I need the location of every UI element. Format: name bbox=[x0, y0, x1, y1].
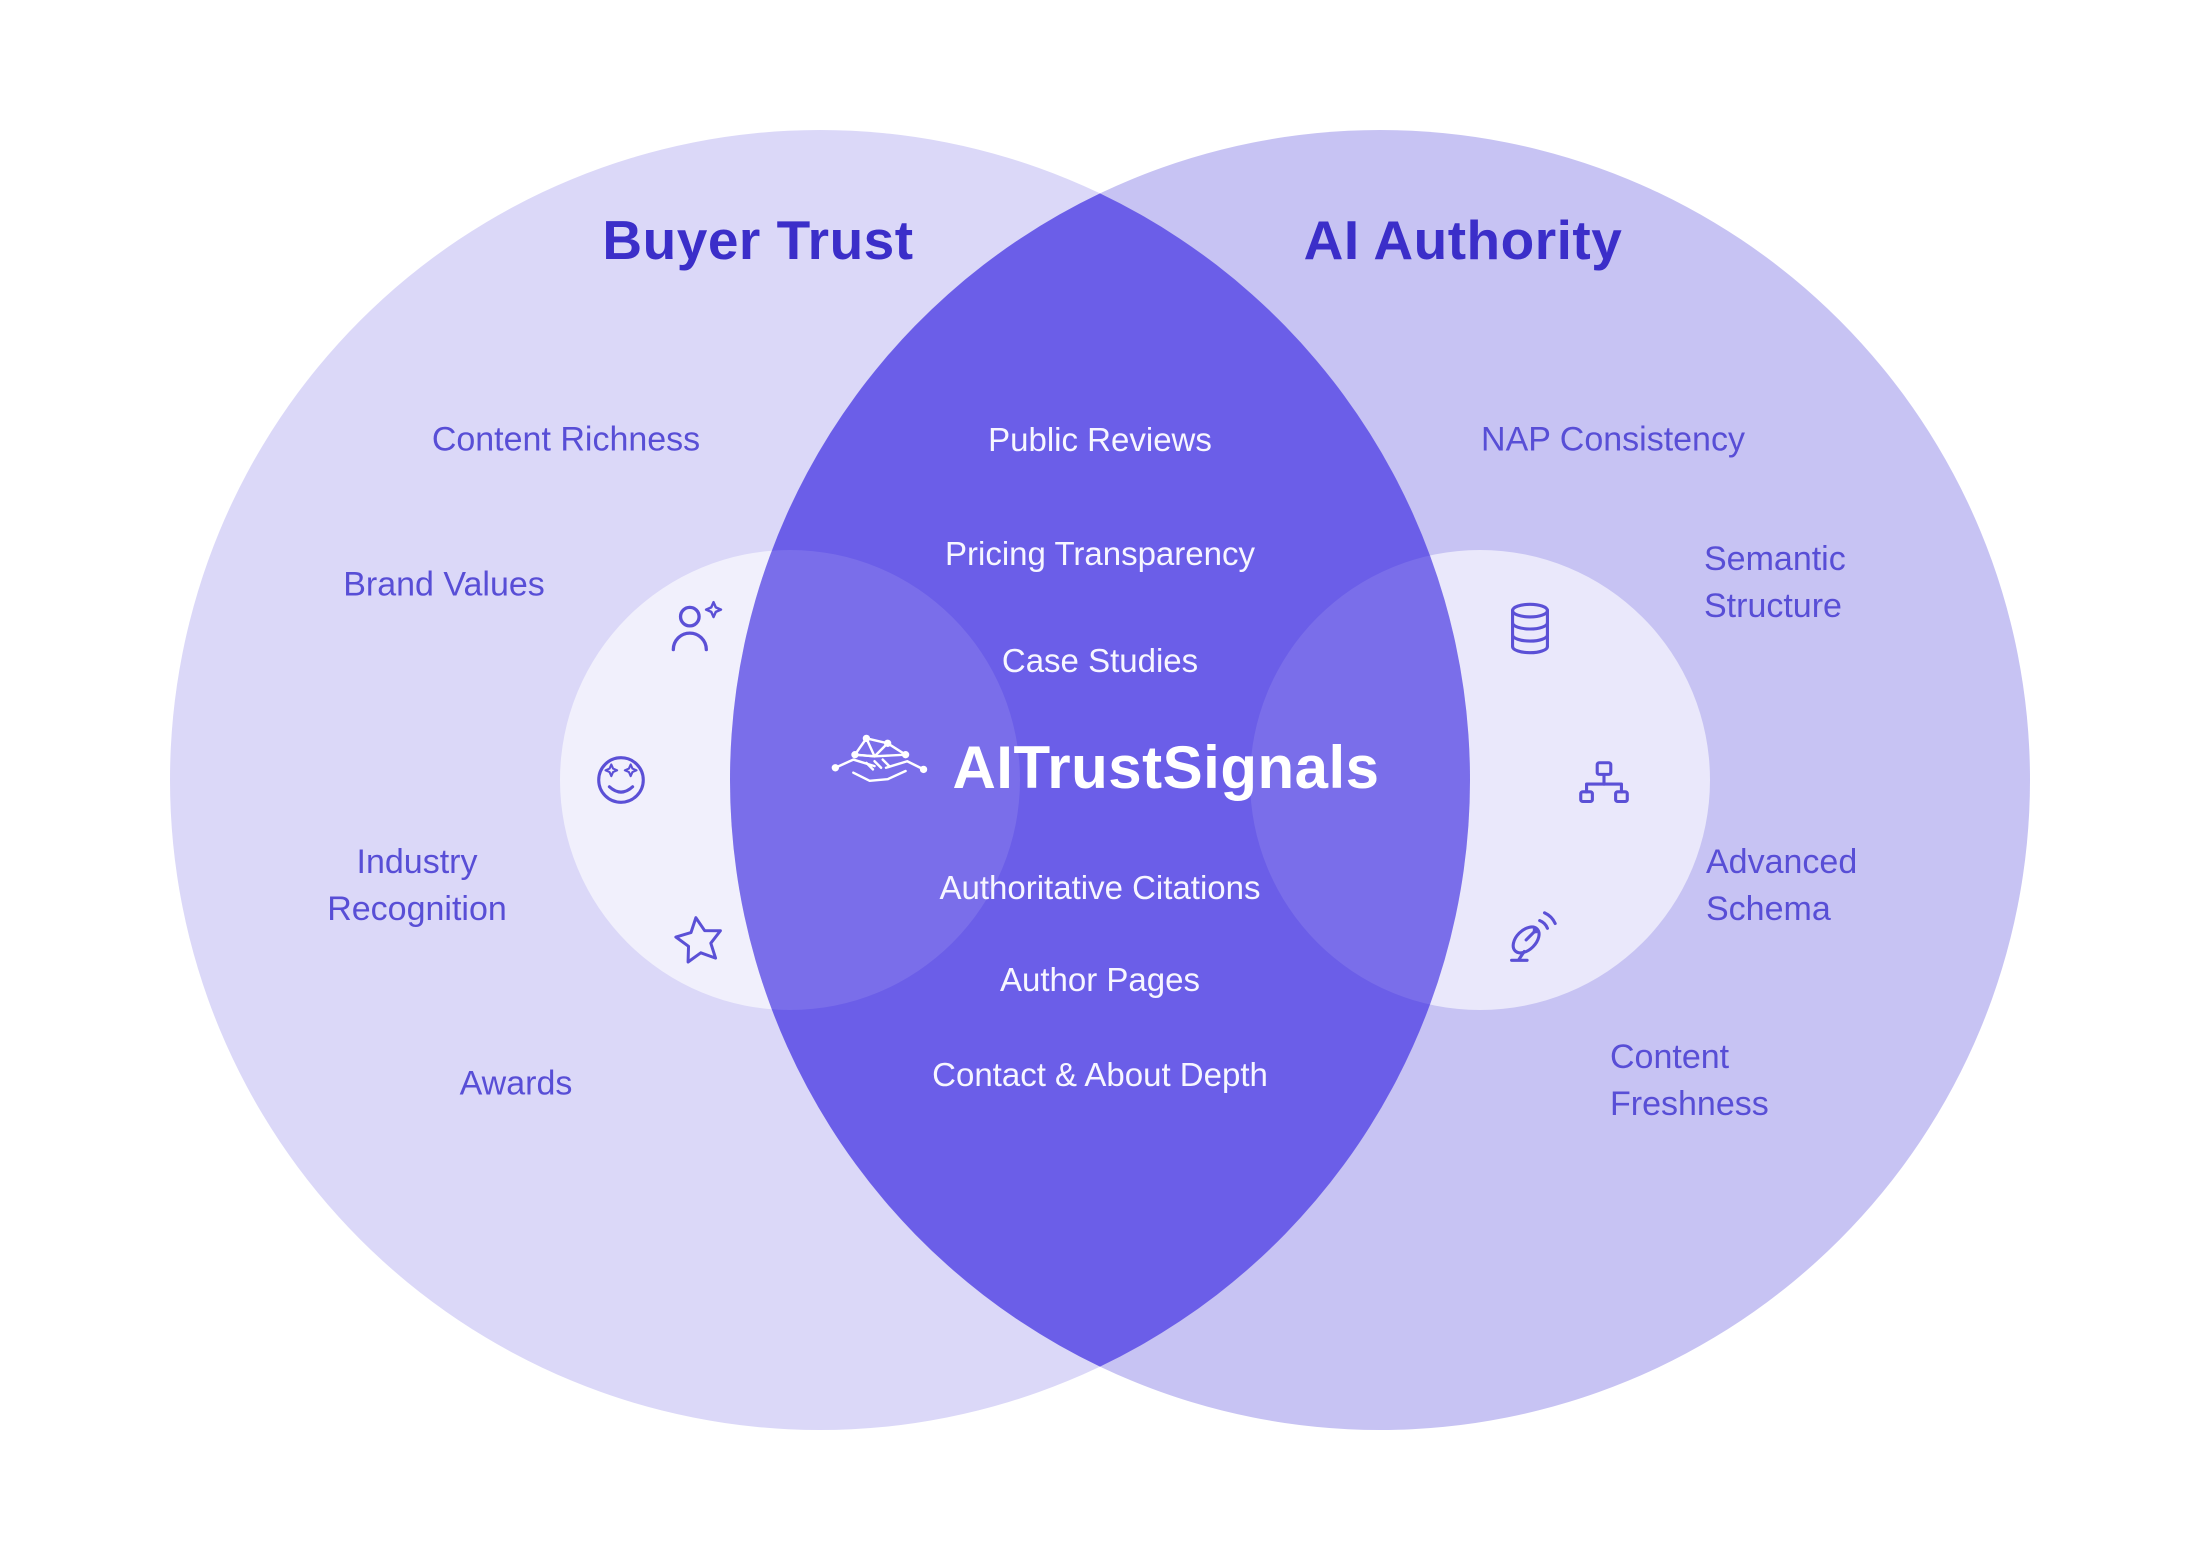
sitemap-icon bbox=[1573, 755, 1635, 817]
satellite-dish-icon bbox=[1499, 907, 1561, 969]
overlap-lens bbox=[730, 193, 1470, 1367]
overlap-item-case-studies: Case Studies bbox=[1001, 642, 1199, 679]
left-item-awards: Awards bbox=[459, 1064, 573, 1103]
database-icon bbox=[1499, 598, 1561, 660]
left-item-industry-recognition: Industry Recognition bbox=[327, 843, 507, 928]
brand-lockup: AITrustSignals bbox=[830, 730, 1379, 804]
overlap-item-pricing-transparency: Pricing Transparency bbox=[945, 535, 1255, 572]
star-icon bbox=[669, 910, 729, 970]
overlap-item-authoritative-citations: Authoritative Citations bbox=[939, 869, 1261, 906]
right-item-advanced-schema: Advanced Schema bbox=[1706, 843, 1858, 928]
ai-authority-title: AI Authority bbox=[1303, 209, 1623, 271]
left-item-brand-values: Brand Values bbox=[343, 565, 545, 604]
overlap-item-public-reviews: Public Reviews bbox=[988, 421, 1212, 458]
person-star-icon bbox=[663, 596, 729, 662]
overlap-item-contact-about-depth: Contact & About Depth bbox=[932, 1056, 1268, 1093]
right-item-content-freshness: Content Freshness bbox=[1610, 1038, 1769, 1123]
lens-inner-arcs bbox=[730, 550, 1470, 1010]
buyer-trust-title: Buyer Trust bbox=[602, 209, 914, 271]
handshake-network-icon bbox=[830, 730, 928, 804]
smiley-star-eyes-icon bbox=[590, 749, 652, 811]
left-item-content-richness: Content Richness bbox=[431, 420, 701, 459]
overlap-item-author-pages: Author Pages bbox=[1000, 961, 1200, 998]
right-item-nap-consistency: NAP Consistency bbox=[1481, 420, 1745, 459]
right-item-semantic-structure: Semantic Structure bbox=[1704, 540, 1846, 625]
brand-name: AITrustSignals bbox=[952, 733, 1380, 801]
